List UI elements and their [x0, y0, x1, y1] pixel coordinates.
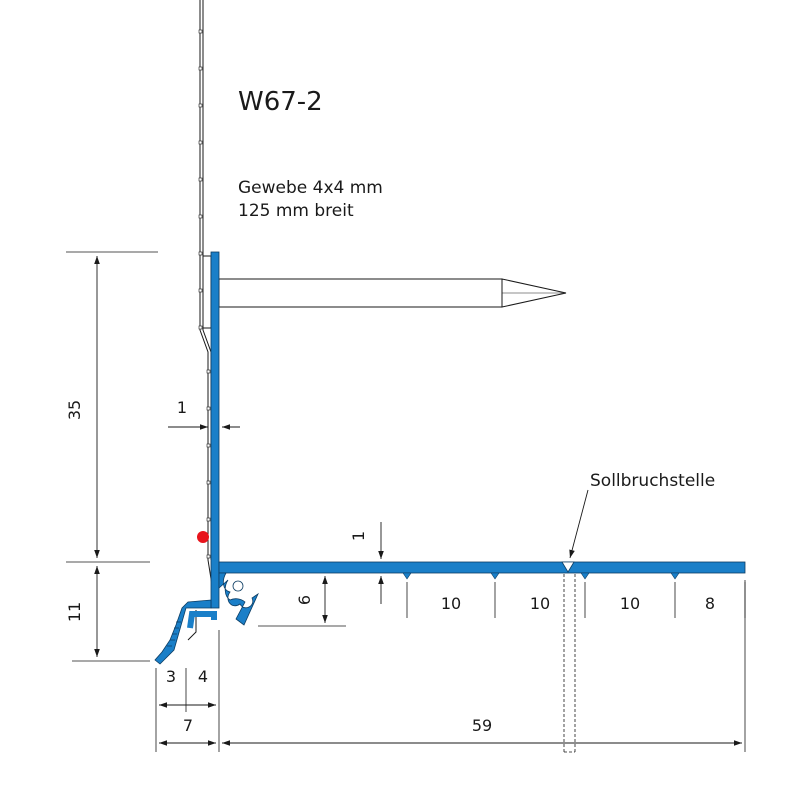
profile-groove: [218, 572, 259, 626]
drawing-title: W67-2: [238, 87, 323, 117]
dim-groove-height: 6: [295, 595, 314, 605]
dim-nose-4: 4: [198, 667, 208, 686]
mesh-tick: [198, 251, 203, 256]
mesh-tick: [198, 66, 203, 71]
dim-nose-total: 7: [183, 716, 193, 735]
mesh-tick: [198, 29, 203, 34]
dim-spacing-1: 10: [441, 594, 461, 613]
breaking-point-channel: [563, 574, 576, 753]
dim-spacing-4: 8: [705, 594, 715, 613]
mesh-tick: [198, 140, 203, 145]
flange-teeth: [402, 572, 680, 580]
profile-horizontal-flange: [218, 561, 746, 574]
nail: [218, 278, 567, 308]
mesh-tick: [206, 554, 211, 559]
mesh-tick: [206, 406, 211, 411]
mesh-tick: [206, 480, 211, 485]
dim-flange-total: 59: [472, 716, 492, 735]
mesh-tick: [198, 288, 203, 293]
dim-spacing-2: 10: [530, 594, 550, 613]
dim-height-lower: 11: [65, 602, 84, 622]
mesh-ticks: [198, 29, 211, 559]
corner-profile: [154, 251, 746, 665]
mesh-tick: [206, 443, 211, 448]
dimension-lines: [94, 256, 742, 746]
profile-nose: [154, 599, 212, 665]
dim-nose-3: 3: [166, 667, 176, 686]
mesh-tick: [198, 103, 203, 108]
mesh-note-line1: Gewebe 4x4 mm: [238, 178, 383, 198]
dim-spacing-3: 10: [620, 594, 640, 613]
breaking-point-label: Sollbruchstelle: [590, 471, 715, 491]
mounting-tab: [202, 255, 212, 329]
mesh-tick: [198, 325, 203, 330]
extension-lines: [66, 251, 746, 752]
breaking-point-notch: [561, 561, 575, 573]
mesh-tick: [206, 369, 211, 374]
profile-vertical-leg: [210, 251, 220, 609]
mesh-tick: [198, 177, 203, 182]
mesh-tick: [198, 214, 203, 219]
mesh-tick: [206, 517, 211, 522]
dim-flange-thickness: 1: [349, 531, 368, 541]
red-marker: [197, 531, 209, 543]
dim-height-upper: 35: [65, 400, 84, 420]
mesh-note-line2: 125 mm breit: [238, 201, 354, 221]
dim-wall-thickness: 1: [177, 398, 187, 417]
